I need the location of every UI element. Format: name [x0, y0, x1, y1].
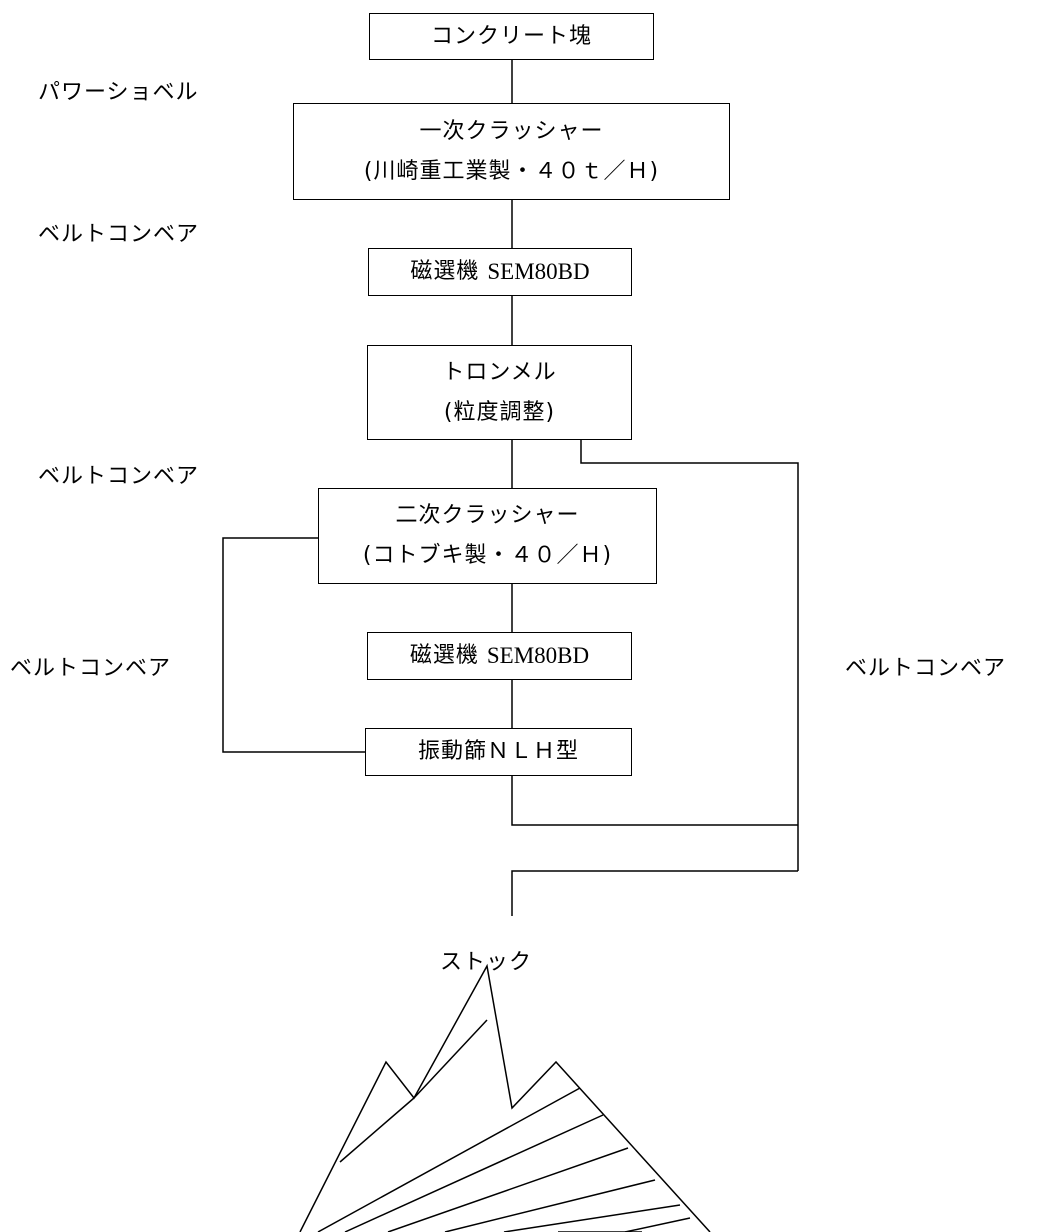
- node-concrete-block: コンクリート塊: [369, 13, 654, 60]
- node-magnetic-separator-1-model: SEM80BD: [487, 259, 590, 284]
- node-magnetic-separator-2-model: SEM80BD: [486, 643, 590, 668]
- node-magnetic-separator-2: 磁選機 SEM80BD: [367, 632, 632, 680]
- stockpile-illustration: [299, 963, 711, 1232]
- node-magnetic-separator-1-name: 磁選機: [410, 259, 480, 284]
- node-concrete-block-label: コンクリート塊: [430, 23, 592, 49]
- node-vibrating-screen-label: 振動篩ＮＬＨ型: [417, 739, 579, 764]
- label-stock: ストック: [440, 950, 533, 975]
- connector-to-stock: [511, 870, 798, 916]
- connector-screen-return-loop: [222, 537, 365, 753]
- node-secondary-crusher: 二次クラッシャー (コトブキ製・４０／Ｈ): [318, 488, 657, 584]
- label-belt-conveyor-right: ベルトコンベア: [845, 656, 1007, 681]
- node-primary-crusher: 一次クラッシャー (川崎重工業製・４０ｔ／Ｈ): [293, 103, 730, 200]
- label-belt-conveyor-left: ベルトコンベア: [10, 656, 172, 681]
- node-primary-crusher-spec: (川崎重工業製・４０ｔ／Ｈ): [363, 158, 660, 184]
- connector-trommel-bypass: [580, 440, 799, 871]
- node-magnetic-separator-2-name: 磁選機: [409, 643, 479, 668]
- node-secondary-crusher-label: 二次クラッシャー: [395, 503, 580, 528]
- node-trommel: トロンメル (粒度調整): [367, 345, 632, 440]
- node-primary-crusher-label: 一次クラッシャー: [419, 118, 604, 144]
- node-secondary-crusher-spec: (コトブキ製・４０／Ｈ): [362, 543, 613, 568]
- label-power-shovel: パワーショベル: [38, 80, 199, 105]
- node-trommel-label: トロンメル: [442, 359, 557, 385]
- label-belt-conveyor-1: ベルトコンベア: [38, 222, 200, 247]
- node-trommel-note: (粒度調整): [443, 399, 556, 425]
- node-magnetic-separator-1: 磁選機 SEM80BD: [368, 248, 632, 296]
- node-vibrating-screen: 振動篩ＮＬＨ型: [365, 728, 632, 776]
- label-belt-conveyor-2: ベルトコンベア: [38, 464, 200, 489]
- connector-screen-to-bypass: [511, 776, 798, 826]
